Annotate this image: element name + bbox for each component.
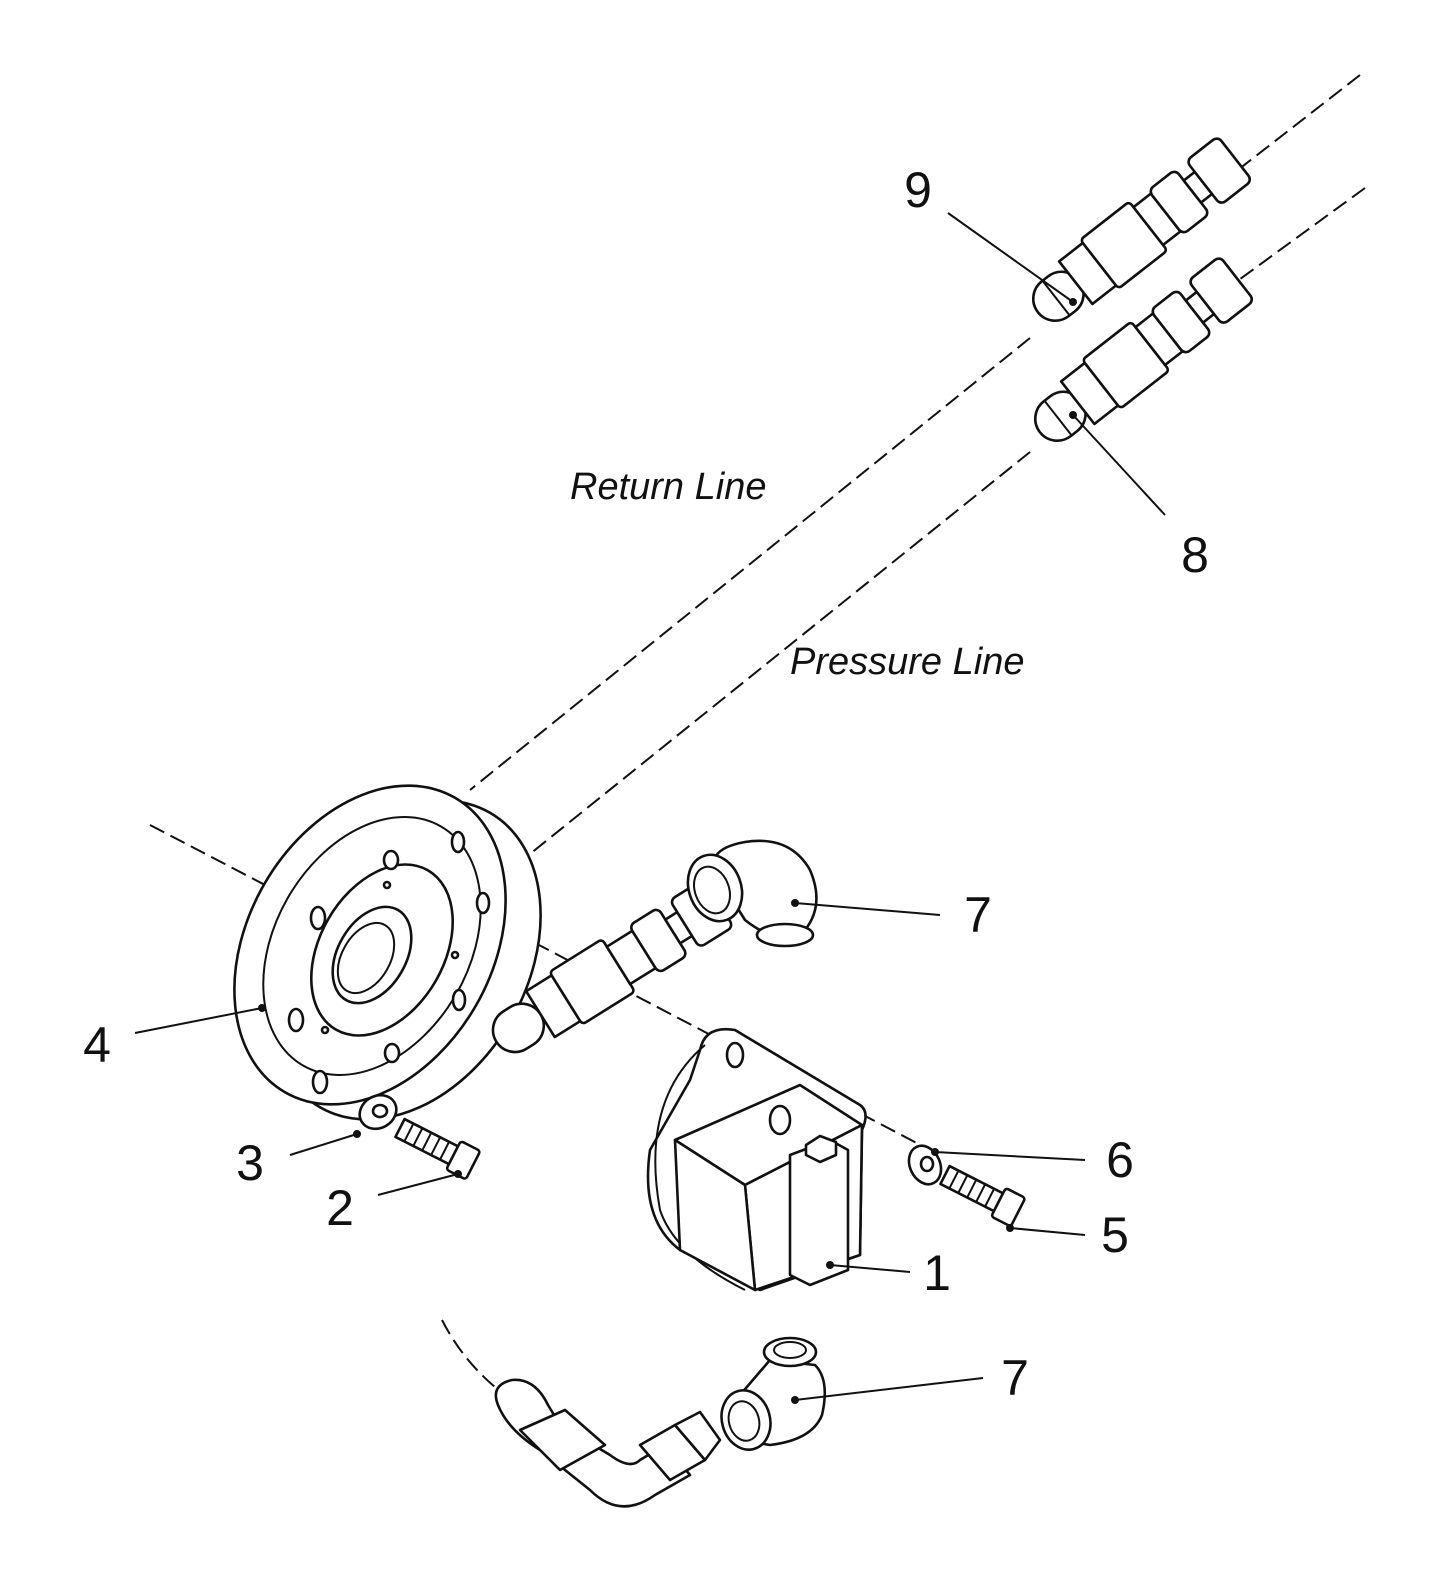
lower-fitting-assembly-drawing	[494, 1378, 722, 1508]
callout-7-lower: 7	[1001, 1350, 1029, 1406]
callout-3: 3	[236, 1135, 264, 1191]
lower-elbow-drawing	[720, 1336, 827, 1451]
shaft-axis-line	[149, 824, 291, 899]
pressure-line-path	[1224, 187, 1366, 291]
callout-1: 1	[923, 1245, 951, 1301]
callout-4: 4	[83, 1017, 111, 1073]
leader-lines	[134, 212, 1166, 1404]
callout-9: 9	[904, 162, 932, 218]
return-line-path-lower	[469, 337, 1031, 791]
pressure-line-path-lower	[509, 451, 1031, 871]
flange-bolt-drawing	[394, 1117, 481, 1180]
pressure-line-label: Pressure Line	[790, 641, 1025, 683]
upper-fitting-assembly-drawing	[491, 880, 733, 1054]
upper-elbow-drawing	[686, 839, 818, 948]
lower-hose-path	[441, 1319, 506, 1396]
return-line-path	[1224, 74, 1361, 181]
adapter-flange-drawing	[233, 784, 542, 1121]
return-hose-end-drawing	[1031, 137, 1252, 322]
return-line-label: Return Line	[570, 466, 767, 508]
motor-bolt-drawing	[939, 1164, 1026, 1227]
flange-washer-drawing	[358, 1093, 398, 1131]
callout-2: 2	[326, 1180, 354, 1236]
callout-5: 5	[1101, 1207, 1129, 1263]
callout-8: 8	[1181, 527, 1209, 583]
motor-housing-drawing	[646, 1027, 867, 1292]
callout-7-upper: 7	[964, 887, 992, 943]
callout-6: 6	[1106, 1132, 1134, 1188]
pressure-hose-end-drawing	[1033, 257, 1254, 442]
